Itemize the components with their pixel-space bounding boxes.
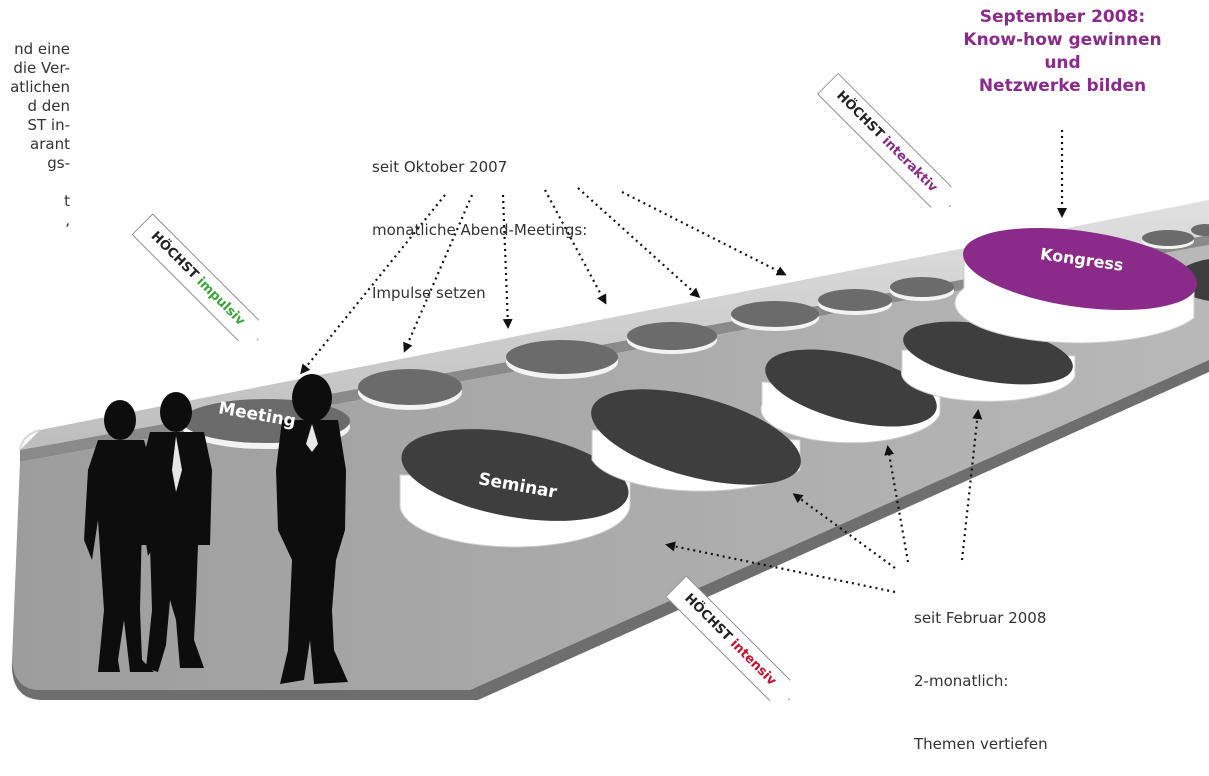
intro-line: atlichen (10, 78, 70, 96)
intro-line: t (64, 192, 70, 210)
annotation-line: Impulse setzen (372, 284, 486, 302)
diagram-canvas (11, 130, 1209, 700)
intro-line: arant (30, 135, 70, 153)
annotation-line: seit Oktober 2007 (372, 158, 508, 176)
kongress-disc (954, 227, 1197, 344)
intro-line (0, 173, 70, 192)
intro-line: gs- (47, 154, 70, 172)
seminar-disc (399, 259, 1209, 548)
intro-line: , (65, 211, 70, 229)
annotation-line: Themen vertiefen (914, 735, 1048, 753)
meeting-disc (358, 224, 1209, 410)
annotation-oktober: seit Oktober 2007 monatliche Abend-Meeti… (372, 115, 587, 325)
intro-line: die Ver- (13, 59, 70, 77)
annotation-line: seit Februar 2008 (914, 609, 1047, 627)
annotation-februar: seit Februar 2008 2-monatlich: Themen ve… (914, 566, 1048, 776)
dotted-arrow-icon (300, 187, 787, 375)
intro-line: nd eine (14, 40, 70, 58)
businessmen-silhouette-icon (84, 374, 348, 684)
dotted-arrow-icon (665, 409, 983, 594)
headline-line: September 2008: (979, 7, 1146, 27)
headline-september: September 2008: Know-how gewinnen und Ne… (955, 6, 1170, 98)
intro-line: d den (27, 97, 70, 115)
annotation-line: monatliche Abend-Meetings: (372, 221, 588, 239)
headline-line: Know-how gewinnen (963, 30, 1162, 50)
annotation-line: 2-monatlich: (914, 672, 1009, 690)
intro-line: ST in- (27, 116, 70, 134)
intro-paragraph: nd eine die Ver- atlichen d den ST in- a… (0, 40, 70, 230)
headline-line: und (1044, 53, 1081, 73)
headline-line: Netzwerke bilden (978, 76, 1147, 96)
